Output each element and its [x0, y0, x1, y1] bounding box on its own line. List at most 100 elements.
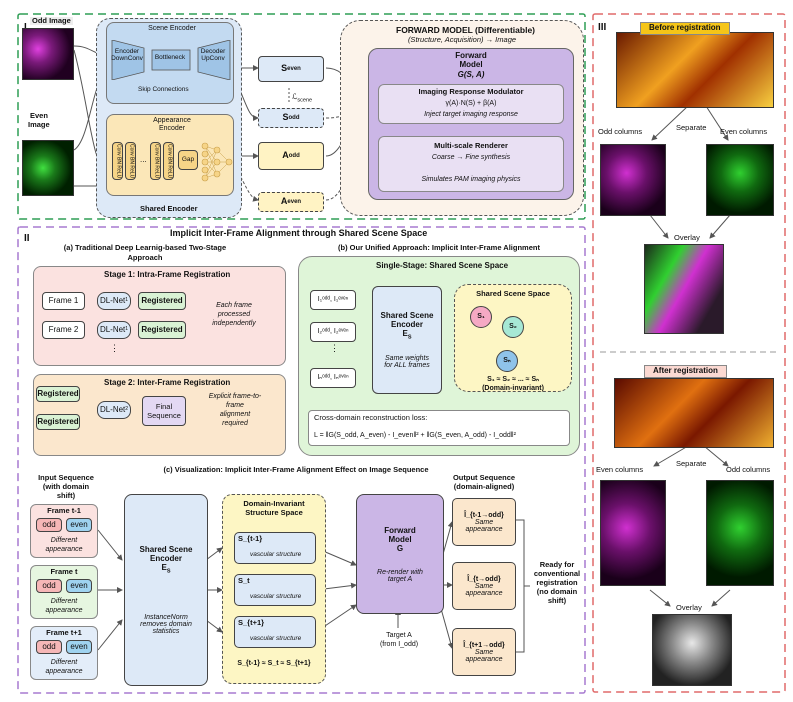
frame-tm1-diff-l2: appearance — [45, 546, 83, 553]
overlay-label-1: Overlay — [674, 233, 700, 242]
s-tm1-label: S_{t-1} — [238, 534, 263, 543]
explicit-l4: required — [222, 420, 248, 427]
registered-a: Registered — [36, 386, 80, 402]
stage1-box — [33, 266, 286, 366]
frame1-box: Frame 1 — [42, 292, 85, 310]
frame-tm1-diff-l1: Different — [50, 537, 78, 544]
msr-desc2: Simulates PAM imaging physics — [421, 176, 521, 183]
registered-1: Registered — [138, 292, 186, 310]
s-t-box — [234, 574, 316, 606]
panel2-title: Implicit Inter-Frame Alignment through S… — [170, 228, 428, 238]
frame-tp1-diff-l1: Different — [50, 659, 78, 666]
output-seq-l2: (domain-aligned) — [453, 482, 515, 491]
equiv-l2: (Domain-invariant) — [482, 385, 544, 392]
odd-columns-image — [600, 144, 666, 216]
ready-text: Ready for conventional registration (no … — [533, 560, 581, 605]
explicit-l1: Explicit frame-to- — [208, 393, 262, 400]
conv-block-3: Conv BN ReLU — [150, 142, 161, 180]
a-title-l2: Approach — [127, 253, 163, 262]
overlay-image-before — [644, 244, 724, 334]
frame-tm1-title: Frame t-1 — [47, 506, 81, 515]
conv-block-4: Conv BN ReLU — [163, 142, 174, 180]
shared-encoder-label: Shared Encoder — [140, 204, 198, 213]
vdots-1: ⋮ — [110, 343, 119, 353]
input-seq-l2: (with domain — [42, 482, 90, 491]
s-equiv: S_{t-1} ≈ S_t ≈ S_{t+1} — [237, 660, 311, 667]
even-columns-image — [706, 144, 774, 216]
separate-label-2: Separate — [676, 459, 707, 468]
each-frame-l1: Each frame — [216, 302, 252, 309]
forward-model-title: FORWARD MODEL (Differentiable) — [396, 25, 535, 35]
shared-scene-encoder-c: Shared Scene Encoder ES InstanceNorm rem… — [124, 494, 208, 686]
target-a-l2: (from I_odd) — [379, 641, 419, 648]
skip-connections: Skip Connections — [138, 86, 189, 93]
dis-l2: Structure Space — [245, 508, 303, 517]
irm-formula: γ(A)·N(S) + β(A) — [445, 100, 497, 107]
forward-model-l1: Forward — [455, 51, 487, 60]
registered-2: Registered — [138, 321, 186, 339]
frame-t-even: even — [66, 579, 92, 593]
input-frame-1: I₁ᵒᵈᵈ, I₁ᵉᵛᵉⁿ — [310, 290, 356, 310]
panel-label-ii: II — [24, 233, 30, 244]
stage1-title: Stage 1: Intra-Frame Registration — [104, 270, 231, 279]
conv-block-1: Conv BN ReLU — [112, 142, 123, 180]
encoder-downconv: Encoder DownConv — [111, 48, 143, 62]
scene-encoder-label: Scene Encoder — [148, 25, 196, 32]
msr-desc: Coarse → Fine synthesis — [431, 154, 511, 161]
encoder-decoder-shapes — [111, 40, 231, 80]
even-columns-image-2 — [600, 480, 666, 586]
input-seq-l3: shift) — [56, 491, 76, 500]
equiv-l1: S₁ ≈ S₂ ≈ ... ≈ Sₙ — [487, 376, 539, 383]
s-tm1-vascular: vascular structure — [250, 551, 302, 558]
s-tp1-vascular: vascular structure — [250, 635, 302, 642]
forward-model-subtitle: (Structure, Acquisition) → Image — [407, 35, 517, 44]
irm-title: Imaging Response Modulator — [418, 87, 524, 96]
loss-formula: L = ‖G(S_odd, A_even) - I_even‖² + ‖G(S_… — [314, 432, 516, 439]
s-tm1-box — [234, 532, 316, 564]
odd-image-label: Odd Image — [30, 16, 73, 26]
odd-columns-label: Odd columns — [598, 127, 643, 136]
s-t-label: S_t — [238, 576, 250, 585]
even-image-label-1: Even — [30, 111, 48, 120]
input-frame-2: I₂ᵒᵈᵈ, I₂ᵉᵛᵉⁿ — [310, 322, 356, 342]
target-a-l1: Target A — [386, 632, 412, 639]
s-tp1-label: S_{t+1} — [238, 618, 265, 627]
conv-ellipsis: ... — [140, 155, 147, 164]
vdots-2: ⋮ — [330, 343, 339, 353]
even-image-thumb — [22, 140, 74, 196]
loss-title: Cross-domain reconstruction loss: — [314, 413, 428, 422]
forward-model-c: Forward Model G Re-render with target A — [356, 494, 444, 614]
loss-box — [308, 410, 570, 446]
appearance-encoder-label: Appearance Encoder — [153, 117, 191, 132]
gap-block: Gap — [178, 150, 198, 170]
s2-node: S₂ — [502, 316, 524, 338]
l-scene-label: ℒscene — [292, 92, 313, 104]
odd-columns-image-2 — [706, 480, 774, 586]
registered-b: Registered — [36, 414, 80, 430]
input-seq-l1: Input Sequence — [38, 473, 94, 482]
panel-label-i: I — [24, 22, 27, 33]
separate-label-1: Separate — [676, 123, 707, 132]
frame-t-diff-l1: Different — [50, 598, 78, 605]
before-registration-image — [616, 32, 774, 108]
a-title-l1: (a) Traditional Deep Learnig-based Two-S… — [63, 243, 227, 252]
panel-label-iii: III — [598, 22, 607, 33]
c-title: (c) Visualization: Implicit Inter-Frame … — [163, 465, 429, 474]
s1-node: S₁ — [470, 306, 492, 328]
frame-tm1-even: even — [66, 518, 92, 532]
single-stage-title: Single-Stage: Shared Scene Space — [376, 261, 509, 270]
stage2-title: Stage 2: Inter-Frame Registration — [104, 378, 231, 387]
before-registration-label: Before registration — [640, 22, 730, 35]
s-t-vascular: vascular structure — [250, 593, 302, 600]
imaging-response-modulator — [378, 84, 564, 124]
frame-tp1-title: Frame t+1 — [46, 628, 82, 637]
